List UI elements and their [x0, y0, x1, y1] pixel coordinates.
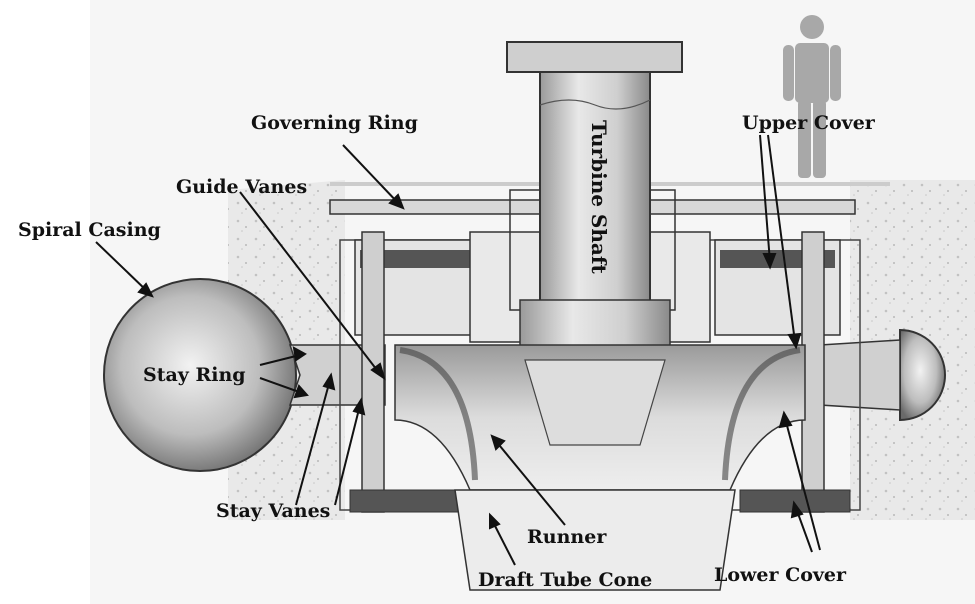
label-runner: Runner: [527, 526, 607, 548]
turbine-shaft: [539, 71, 651, 303]
runner-hub: [524, 359, 666, 446]
label-stay-ring: Stay Ring: [143, 364, 246, 386]
runner-band-right: [722, 347, 801, 481]
draft-tube-cone: [454, 489, 736, 591]
lower-cover-left: [349, 489, 461, 513]
label-lower-cover: Lower Cover: [714, 564, 847, 586]
scale-figure-icon: [783, 15, 841, 178]
label-governing-ring: Governing Ring: [251, 112, 418, 134]
shaft-flange: [506, 41, 683, 73]
shaft-break-line: [539, 99, 651, 110]
label-spiral-casing: Spiral Casing: [18, 219, 161, 241]
label-draft-tube-cone: Draft Tube Cone: [478, 569, 653, 591]
upper-cover-left-dark: [360, 250, 470, 268]
label-upper-cover: Upper Cover: [742, 112, 875, 134]
spiral-casing-left: [103, 278, 297, 472]
runner-band-left: [399, 347, 478, 481]
label-guide-vanes: Guide Vanes: [176, 176, 308, 198]
label-stay-vanes: Stay Vanes: [216, 500, 331, 522]
label-turbine-shaft: Turbine Shaft: [587, 120, 611, 274]
leader-arrows: [95, 134, 821, 566]
spiral-casing-right: [899, 328, 946, 422]
